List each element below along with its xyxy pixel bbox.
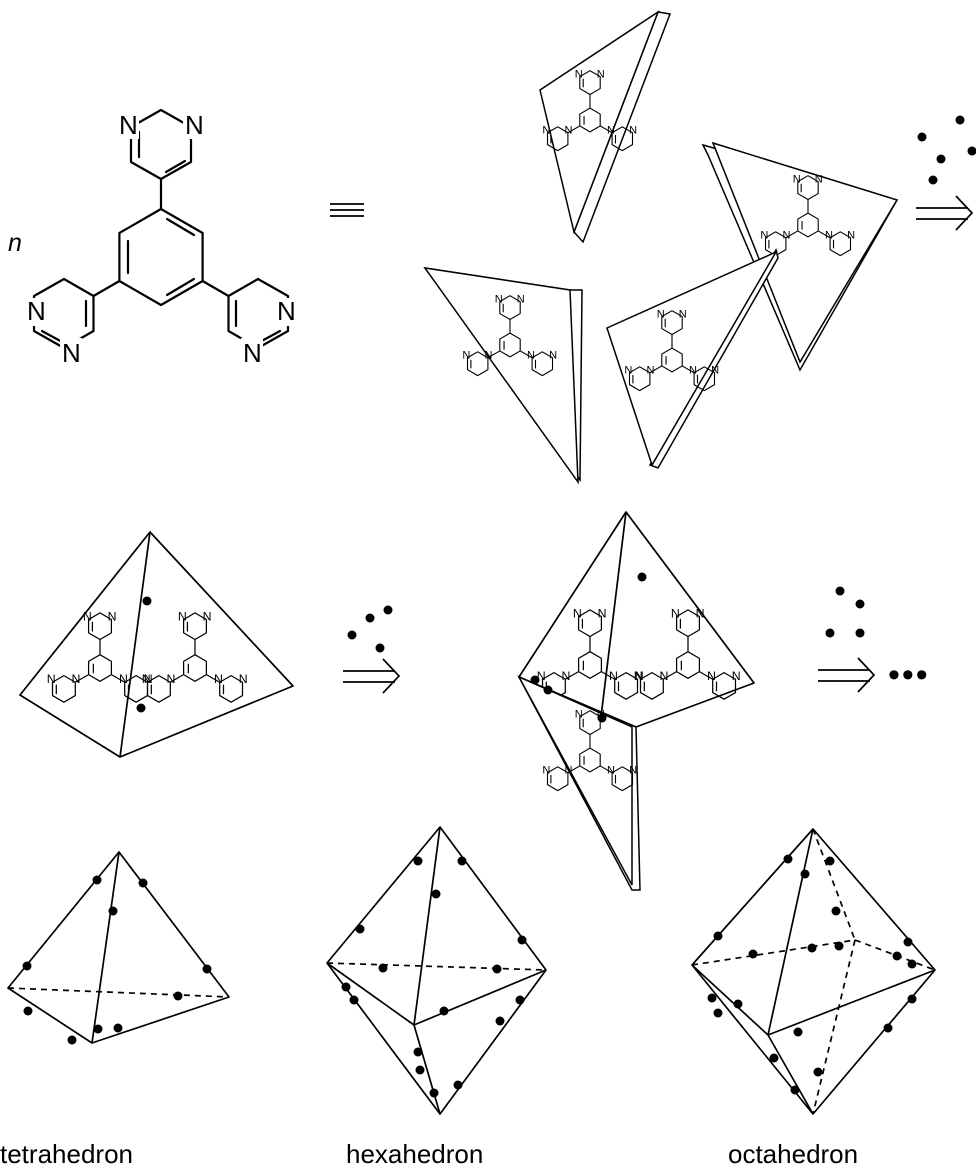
continuation-ellipsis: ••• <box>888 656 930 694</box>
nitrogen-atom-label: N <box>119 110 138 140</box>
tetrahedron-polyhedron <box>8 852 229 1045</box>
metal-ions <box>918 116 976 185</box>
reaction-arrow <box>916 196 972 230</box>
nitrogen-atom-label: N <box>243 338 262 368</box>
tritopic-ligand: n N N N N N N <box>8 110 297 368</box>
equivalence-symbol <box>330 204 364 216</box>
nitrogen-atom-label: N <box>185 110 204 140</box>
metal-ions <box>348 606 393 653</box>
ligand-count-label: n <box>8 229 22 257</box>
octahedron-label: octahedron <box>728 1139 858 1169</box>
nitrogen-atom-label: N <box>62 338 81 368</box>
nitrogen-atom-label: N <box>27 296 46 326</box>
trimer-assembly <box>519 512 754 890</box>
metal-ions <box>826 587 865 638</box>
hexahedron-label: hexahedron <box>346 1139 483 1169</box>
hexahedron-polyhedron <box>327 827 546 1114</box>
triangular-plate <box>425 268 582 482</box>
reaction-arrow <box>818 658 874 692</box>
dimer-assembly <box>20 532 293 757</box>
nitrogen-atom-label: N <box>277 296 296 326</box>
octahedron-polyhedron <box>692 829 935 1114</box>
triangular-plate <box>607 250 778 468</box>
triangular-plate <box>540 12 670 242</box>
tetrahedron-label: tetrahedron <box>0 1139 133 1169</box>
reaction-arrow <box>343 659 399 693</box>
